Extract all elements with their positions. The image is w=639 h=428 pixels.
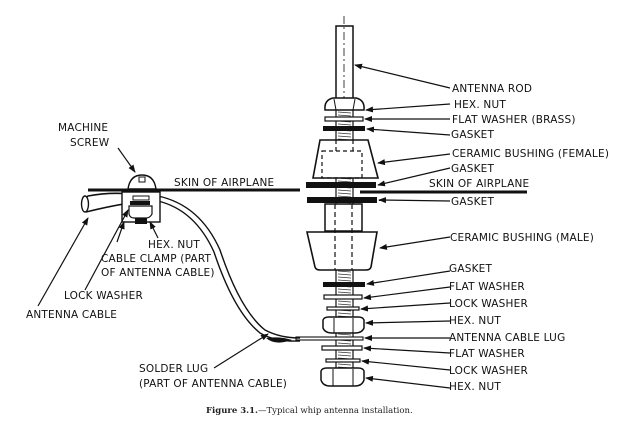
thread-mark bbox=[337, 114, 352, 117]
thread-mark bbox=[337, 135, 352, 138]
label-skin-of-airplane-left: SKIN OF AIRPLANE bbox=[174, 177, 274, 189]
label-machine-screw-line2: SCREW bbox=[70, 137, 110, 149]
label-antenna-cable: ANTENNA CABLE bbox=[26, 309, 117, 321]
label-antenna-cable-lug: ANTENNA CABLE LUG bbox=[449, 332, 565, 344]
lock-washer-1-shape bbox=[326, 306, 360, 311]
thread-mark bbox=[337, 333, 352, 336]
thread-mark bbox=[337, 351, 352, 354]
label-ceramic-bushing-male: CERAMIC BUSHING (MALE) bbox=[450, 232, 594, 244]
gasket-1-shape bbox=[323, 126, 365, 131]
label-cable-clamp-line2: OF ANTENNA CABLE) bbox=[101, 267, 215, 279]
label-antenna-rod: ANTENNA ROD bbox=[452, 83, 532, 95]
label-lock-washer-2: LOCK WASHER bbox=[449, 365, 528, 377]
label-solder-lug-line1: SOLDER LUG bbox=[139, 363, 208, 375]
gasket-4-shape bbox=[323, 282, 365, 287]
label-flat-washer-1: FLAT WASHER bbox=[449, 281, 525, 293]
label-flat-washer-2: FLAT WASHER bbox=[449, 348, 525, 360]
ceramic-bushing-male-shape bbox=[305, 203, 378, 271]
thread-mark bbox=[337, 276, 352, 279]
thread-mark bbox=[337, 111, 352, 114]
thread-mark bbox=[337, 342, 352, 345]
label-hex-nut-top: HEX. NUT bbox=[454, 99, 506, 111]
thread-mark bbox=[337, 123, 352, 126]
thread-mark bbox=[337, 288, 352, 291]
flat-washer-2-shape bbox=[321, 345, 363, 351]
label-solder-lug-line2: (PART OF ANTENNA CABLE) bbox=[139, 378, 287, 390]
label-cable-clamp-line1: CABLE CLAMP (PART bbox=[101, 253, 212, 265]
hex-nut-bottom-shape bbox=[320, 367, 365, 387]
airplane-skin bbox=[88, 188, 527, 194]
label-hex-nut-clamp: HEX. NUT bbox=[148, 239, 200, 251]
ceramic-bushing-female-shape bbox=[312, 139, 380, 179]
thread-mark bbox=[337, 273, 352, 276]
cable-clamp-assembly bbox=[121, 174, 161, 224]
thread-mark bbox=[337, 300, 352, 303]
label-ceramic-bushing-female: CERAMIC BUSHING (FEMALE) bbox=[452, 148, 609, 160]
svg-text:Figure 3.1.—Typical whip anten: Figure 3.1.—Typical whip antenna install… bbox=[206, 406, 413, 416]
left-labels: MACHINE SCREW SKIN OF AIRPLANE HEX. NUT … bbox=[26, 122, 287, 390]
thread-mark bbox=[337, 270, 352, 273]
label-skin-of-airplane-right: SKIN OF AIRPLANE bbox=[429, 178, 529, 190]
right-leader-lines bbox=[354, 63, 451, 389]
label-machine-screw-line1: MACHINE bbox=[58, 122, 108, 134]
label-flat-washer-brass: FLAT WASHER (BRASS) bbox=[452, 114, 576, 126]
left-leader-lines bbox=[37, 147, 269, 369]
label-gasket-2: GASKET bbox=[451, 163, 495, 175]
thread-mark bbox=[337, 192, 352, 195]
hex-nut-top-shape bbox=[324, 97, 365, 111]
flat-washer-brass-shape bbox=[324, 116, 364, 122]
label-hex-nut-bottom: HEX. NUT bbox=[449, 381, 501, 393]
thread-mark bbox=[337, 291, 352, 294]
lock-washer-2-shape bbox=[325, 358, 361, 363]
thread-mark bbox=[337, 180, 352, 183]
label-hex-nut-mid: HEX. NUT bbox=[449, 315, 501, 327]
thread-mark bbox=[337, 132, 352, 135]
antenna-cable-lug-shape bbox=[295, 336, 364, 341]
gasket-2-shape bbox=[306, 182, 376, 188]
thread-mark bbox=[337, 303, 352, 306]
thread-mark bbox=[337, 195, 352, 198]
label-gasket-1: GASKET bbox=[451, 129, 495, 141]
right-labels: ANTENNA ROD HEX. NUT FLAT WASHER (BRASS)… bbox=[429, 83, 609, 393]
flat-washer-1-shape bbox=[323, 294, 363, 300]
label-lock-washer-1: LOCK WASHER bbox=[449, 298, 528, 310]
antenna-rod bbox=[335, 16, 354, 101]
thread-mark bbox=[337, 279, 352, 282]
thread-mark bbox=[337, 354, 352, 357]
label-gasket-4: GASKET bbox=[449, 263, 493, 275]
antenna-cable bbox=[80, 192, 301, 343]
label-lock-washer-left: LOCK WASHER bbox=[64, 290, 143, 302]
caption-text: —Typical whip antenna installation. bbox=[258, 406, 413, 416]
label-gasket-3: GASKET bbox=[451, 196, 495, 208]
hex-nut-mid-shape bbox=[322, 316, 365, 334]
thread-mark bbox=[337, 189, 352, 192]
thread-mark bbox=[337, 312, 352, 315]
caption-prefix: Figure 3.1. bbox=[206, 406, 258, 416]
thread-mark bbox=[337, 363, 352, 366]
gasket-3-shape bbox=[307, 197, 377, 203]
figure-caption: Figure 3.1.—Typical whip antenna install… bbox=[206, 406, 413, 416]
